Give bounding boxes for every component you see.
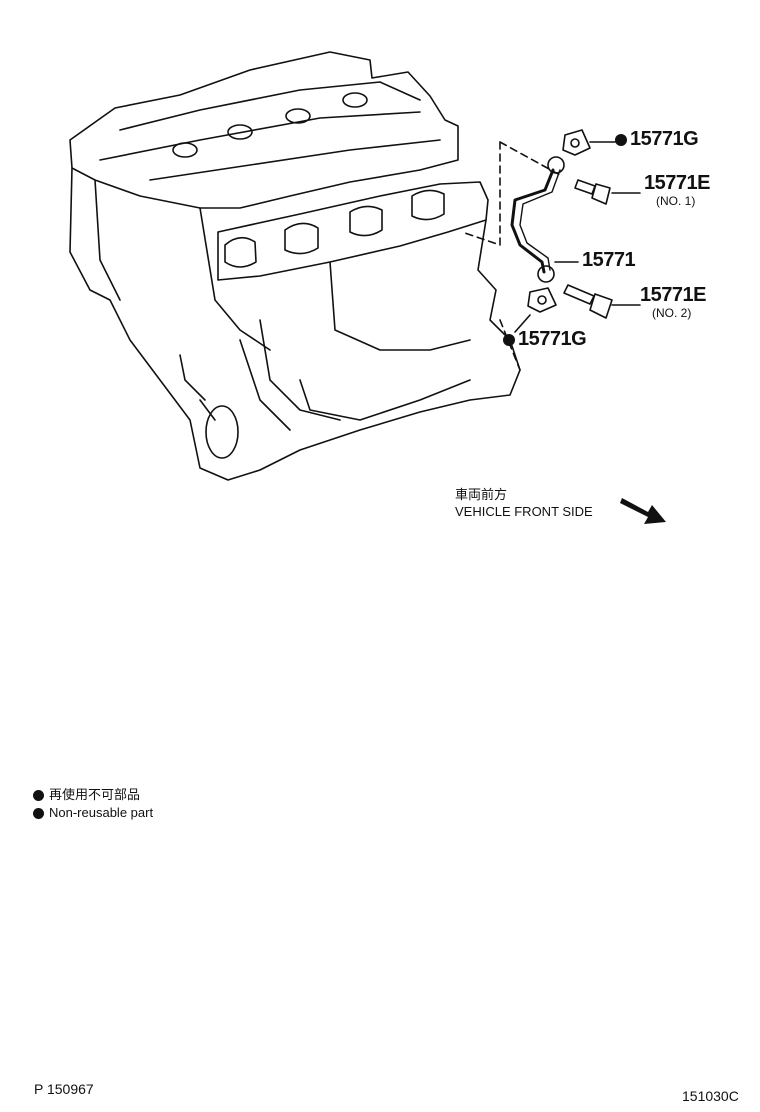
legend-en-row: Non-reusable part [33, 805, 153, 820]
engine-block-outline [69, 167, 521, 481]
page-reference-left: P 150967 [34, 1081, 94, 1097]
union-bolt-no1 [574, 179, 611, 205]
front-direction-arrow [620, 498, 666, 524]
callout-15771e-no2-sub: (NO. 2) [652, 306, 692, 320]
callout-15771-pipe: 15771 [582, 249, 636, 271]
cam-cover-outline [69, 51, 459, 209]
vehicle-front-en: VEHICLE FRONT SIDE [455, 504, 593, 519]
non-reusable-marker-icon [33, 790, 44, 802]
vehicle-front-jp: 車両前方 [455, 487, 508, 502]
crank-pulley [205, 405, 239, 459]
gasket-top [562, 129, 591, 156]
callout-15771g-top: 15771G [615, 128, 699, 151]
gasket-bottom [527, 287, 557, 313]
manifold-face-outline [217, 181, 489, 281]
callout-15771e-no1: 15771E [644, 172, 710, 194]
assembly-leader-dashed [461, 141, 561, 246]
callout-15771e-no1-sub: (NO. 1) [656, 194, 696, 208]
non-reusable-marker-icon [503, 333, 515, 346]
non-reusable-marker-icon [33, 808, 44, 820]
legend-jp-row: 再使用不可部品 [33, 784, 140, 803]
non-reusable-marker-icon [615, 133, 627, 146]
callout-15771e-no2: 15771E [640, 284, 706, 306]
callout-15771g-bottom: 15771G [503, 328, 587, 351]
union-bolt-no2 [563, 284, 613, 319]
vehicle-front-label: 車両前方 VEHICLE FRONT SIDE [455, 486, 593, 520]
figure-reference-right: 151030C [682, 1088, 739, 1104]
oil-pipe [510, 168, 555, 274]
